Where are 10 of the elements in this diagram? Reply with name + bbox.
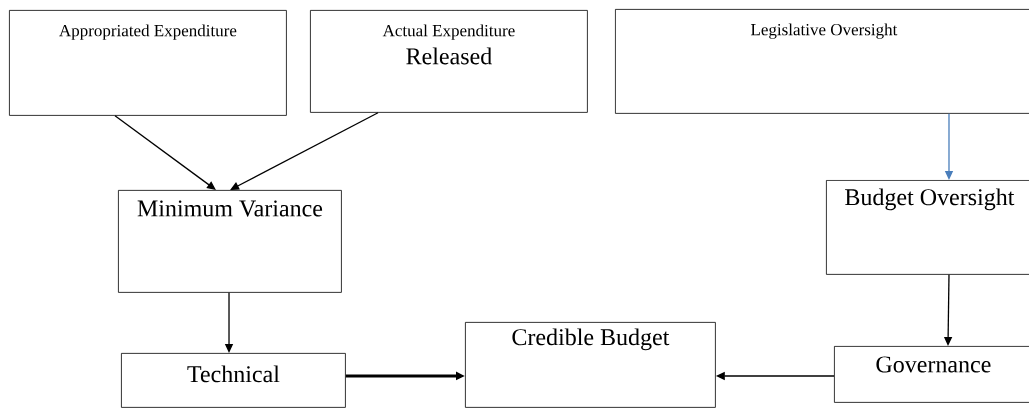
text-box: Credible Budget bbox=[465, 322, 716, 408]
text-box: Legislative Oversight bbox=[615, 9, 1029, 114]
arrow bbox=[114, 115, 216, 190]
text-box: Budget Oversight bbox=[826, 180, 1029, 275]
text-box: Appropriated Expenditure bbox=[9, 10, 287, 116]
text-box: Technical bbox=[121, 353, 346, 408]
arrow bbox=[230, 112, 379, 190]
text-box: Governance bbox=[834, 346, 1029, 403]
text-box: Actual Expenditure Released bbox=[310, 10, 588, 113]
text-box: Minimum Variance bbox=[118, 190, 342, 293]
